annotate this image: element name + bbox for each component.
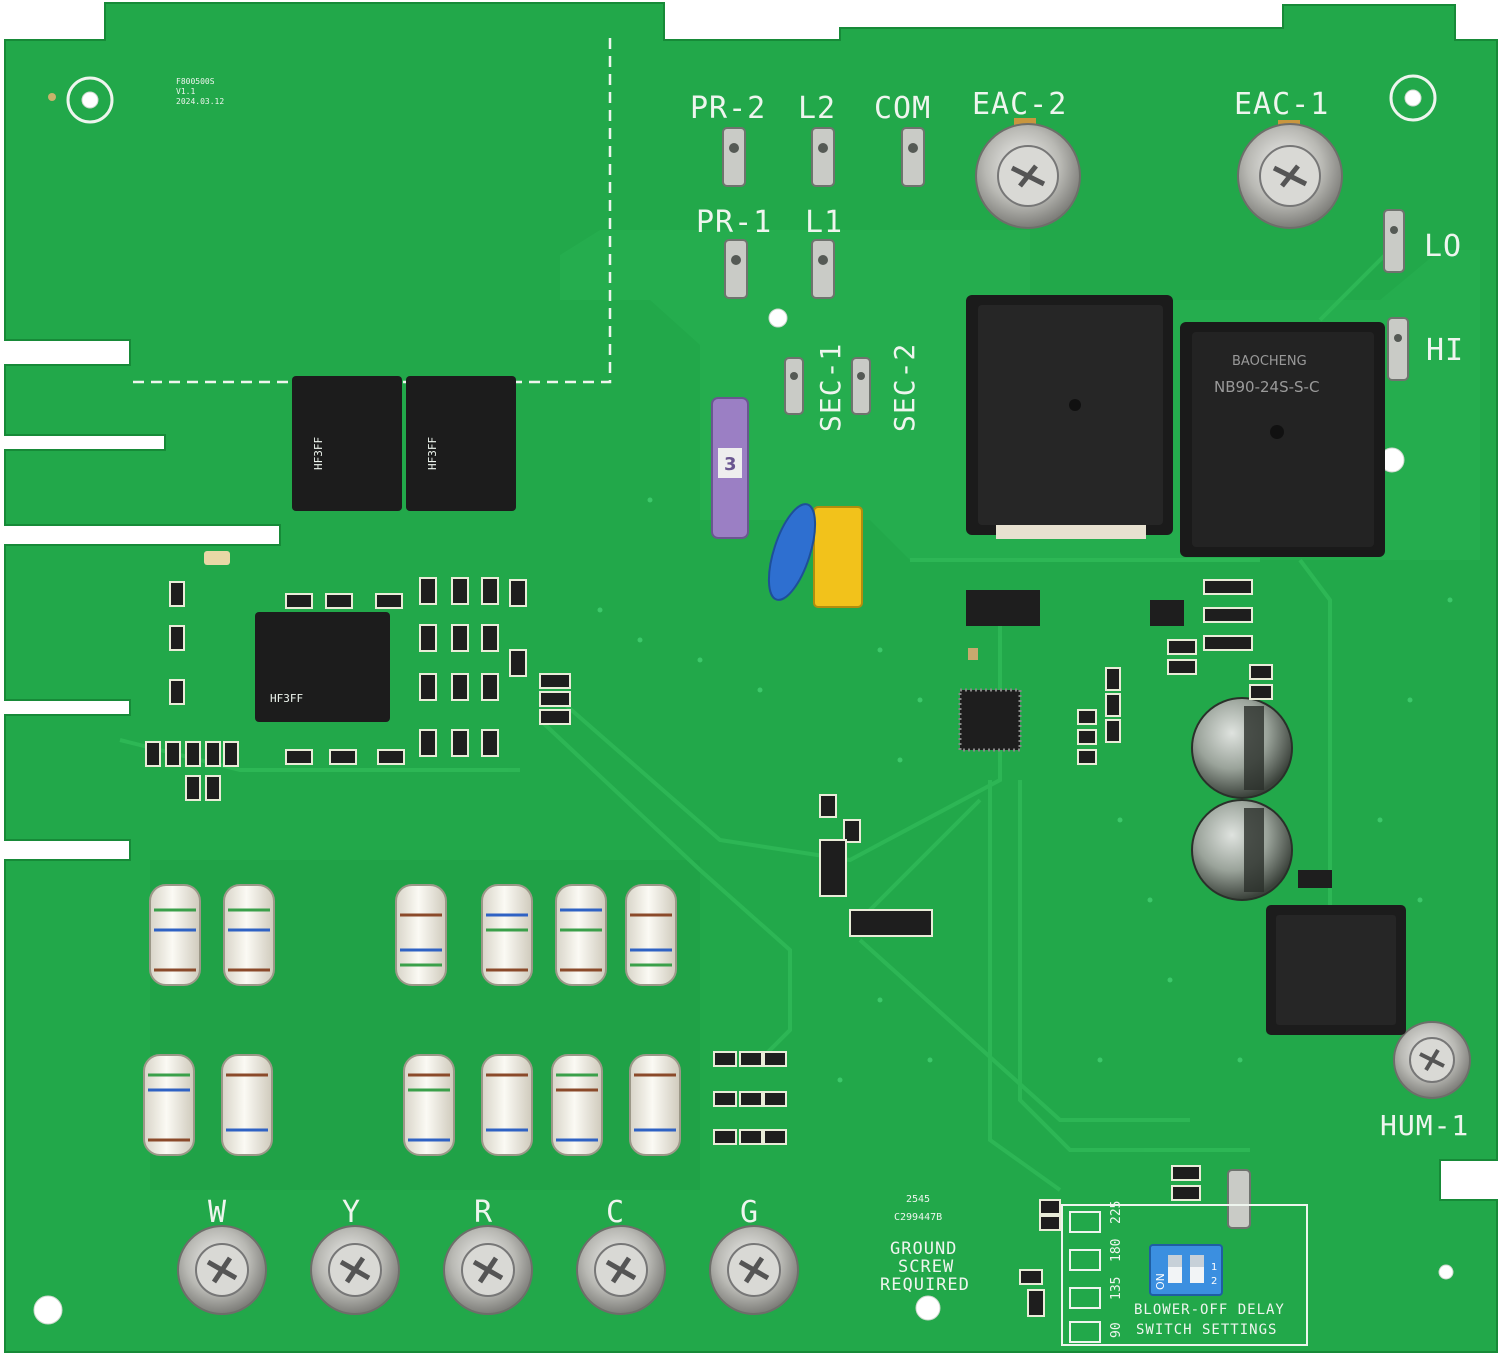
ceramic-capacitor-blue	[767, 503, 817, 601]
eac-2-screw-terminal	[975, 118, 1081, 229]
screw-label-w: W	[208, 1195, 227, 1230]
terminal-label-pr-2: PR-2	[690, 91, 766, 126]
hum-1-screw-terminal	[1393, 1021, 1471, 1099]
version-line-1: F800500S	[176, 77, 215, 86]
resistor-color-bands	[148, 908, 676, 1142]
spade-terminal	[722, 127, 1409, 1229]
blower-note-line-1: BLOWER-OFF DELAY	[1134, 1302, 1285, 1318]
vias	[597, 497, 1453, 1083]
ic-chip-soic	[966, 590, 1040, 626]
terminal-label-lo: LO	[1424, 229, 1462, 264]
smd-capacitor	[968, 648, 978, 660]
large-relay-baocheng: BAOCHENG NB90-24S-S-C	[1180, 322, 1385, 557]
smd-fuse-small	[204, 551, 230, 565]
mounting-hole	[768, 308, 788, 328]
ic-chip-sot	[1150, 600, 1184, 626]
ic-chip-qfp	[958, 688, 1022, 752]
ground-note-line-2: SCREW	[898, 1257, 954, 1277]
dip-header-135: 135	[1109, 1277, 1124, 1300]
ic-chip-diode	[1298, 870, 1332, 888]
dip-header-180: 180	[1109, 1239, 1124, 1262]
fuse-rating: 3	[724, 454, 737, 475]
terminal-label-eac-1: EAC-1	[1234, 87, 1329, 122]
terminal-label-l2: L2	[798, 91, 836, 126]
blade-fuse: 3	[711, 397, 749, 539]
relay-brand: BAOCHENG	[1232, 354, 1307, 369]
screw-label-y: Y	[342, 1195, 361, 1230]
mounting-hole	[33, 1295, 63, 1325]
hf3ff-relay-2: HF3FF	[406, 376, 516, 511]
large-relay-1	[966, 295, 1173, 539]
spade-terminal-hole	[729, 143, 1402, 380]
terminal-label-com: COM	[874, 91, 931, 126]
terminal-label-sec-1: SEC-1	[814, 343, 847, 432]
terminal-label-hi: HI	[1426, 333, 1464, 368]
terminal-label-pr-1: PR-1	[696, 205, 772, 240]
ground-note-line-1: GROUND	[890, 1239, 957, 1259]
svg-text:HF3FF: HF3FF	[312, 437, 325, 470]
version-line-3: 2024.03.12	[176, 97, 224, 106]
dip-settings-box	[1061, 1204, 1308, 1346]
small-relay-right	[1266, 905, 1406, 1035]
mounting-hole	[915, 1295, 941, 1321]
dip-on-label: ON	[1154, 1273, 1167, 1290]
electrolytic-capacitor	[1191, 697, 1293, 799]
dip-number-2: 2	[1211, 1276, 1217, 1287]
screw-label-g: G	[740, 1195, 759, 1230]
mounting-hole	[1438, 1264, 1454, 1280]
ground-note-line-3: REQUIRED	[880, 1275, 970, 1295]
electrolytic-capacitor	[1191, 799, 1293, 901]
terminal-label-sec-2: SEC-2	[888, 343, 921, 432]
date-code-line-1: 2545	[906, 1194, 930, 1205]
film-capacitor-yellow	[813, 506, 863, 608]
screw-label-r: R	[474, 1195, 493, 1230]
hf3ff-relay-3: HF3FF	[255, 612, 390, 722]
isolation-dashed-line	[130, 38, 612, 384]
pcb-traces	[119, 248, 1392, 1192]
eac-1-screw-terminal	[1237, 120, 1343, 229]
terminal-label-l1: L1	[805, 205, 843, 240]
dip-header-90: 90	[1109, 1322, 1124, 1338]
dip-setting-icons	[1069, 1211, 1101, 1343]
via	[48, 93, 56, 101]
screw-label-c: C	[606, 1195, 625, 1230]
svg-text:HF3FF: HF3FF	[270, 692, 303, 705]
svg-text:HF3FF: HF3FF	[426, 437, 439, 470]
thermostat-screw-terminals	[177, 1225, 799, 1315]
dip-header-225: 225	[1109, 1201, 1124, 1224]
dip-number-1: 1	[1211, 1262, 1217, 1273]
smd-resistor-array	[145, 577, 1273, 1317]
terminal-label-hum-1: HUM-1	[1380, 1109, 1469, 1142]
date-code-line-2: C299447B	[894, 1212, 942, 1223]
dip-switch[interactable]	[1149, 1244, 1223, 1296]
version-line-2: V1.1	[176, 87, 195, 96]
terminal-label-eac-2: EAC-2	[972, 87, 1067, 122]
blower-note-line-2: SWITCH SETTINGS	[1136, 1322, 1277, 1338]
mounting-hole	[66, 76, 114, 124]
hf3ff-relay-1: HF3FF	[292, 376, 402, 511]
relay-model: NB90-24S-S-C	[1214, 378, 1319, 396]
mounting-hole	[1389, 74, 1437, 122]
